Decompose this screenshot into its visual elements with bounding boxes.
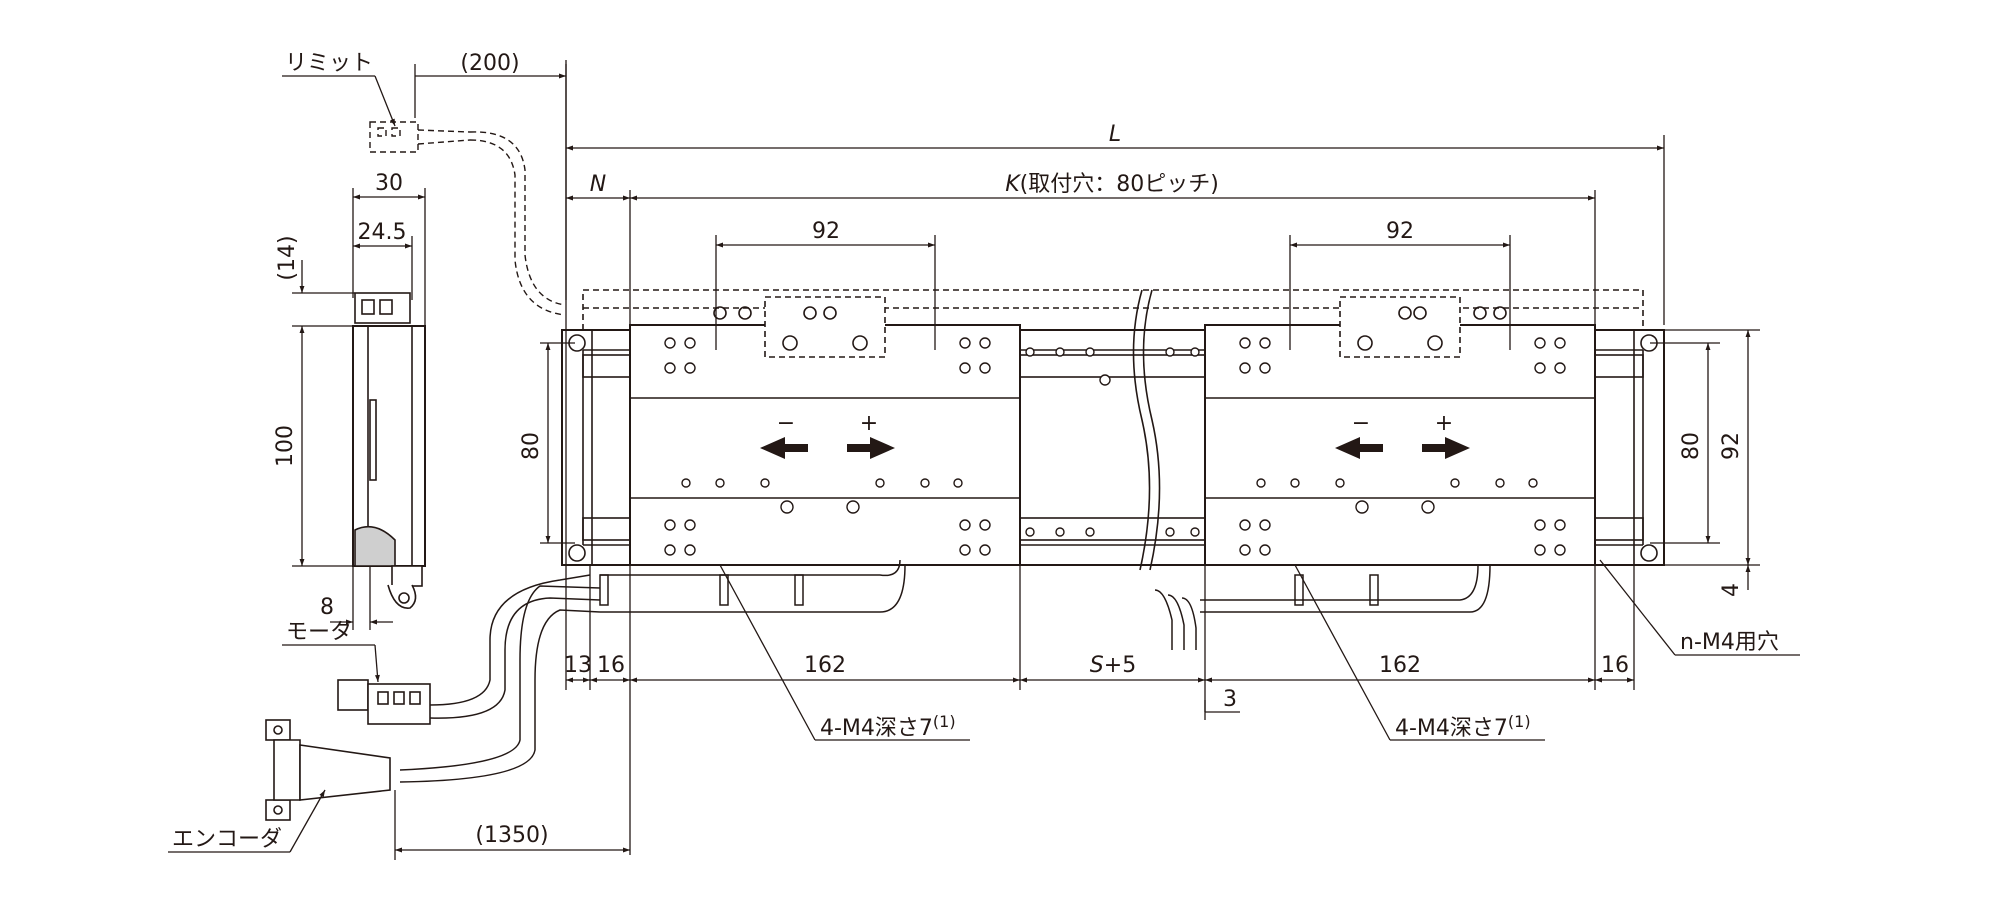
dim-side-width: 30 [375,171,403,196]
dim-bS-suffix: +5 [1104,653,1136,678]
dim-K-group: K(取付穴：80ピッチ) [1005,172,1219,197]
dim-bS-group: S+5 [1090,653,1136,678]
motor-connector [337,679,431,725]
slider-holes [664,337,1566,556]
dim-cable-limit: (200) [460,51,519,76]
tap-hole-left-note: (1) [933,712,956,731]
dim-b13: 13 [564,653,592,678]
tap-hole-right-label-group: 4-M4深さ7(1) [1395,712,1531,741]
dim-pitch-right: 92 [1386,219,1414,244]
sign-plus-right: + [1435,411,1453,436]
limit-connector [369,121,419,153]
motor-label: モータ [286,620,352,645]
mount-hole-label: n-M4用穴 [1680,630,1779,655]
dim-side-inner: 24.5 [358,220,407,245]
dim-b16-left: 16 [597,653,625,678]
side-view [352,292,426,609]
side-limit-connector [354,292,411,324]
dim-bS: S [1090,653,1104,678]
encoder-label: エンコーダ [172,827,282,852]
dim-side-height: 100 [273,425,298,467]
side-view-dimensions [292,188,426,630]
tap-hole-left-label-group: 4-M4深さ7(1) [820,712,956,741]
main-cables [399,559,1491,783]
dim-side-foot: 8 [320,595,334,620]
dim-N: N [590,172,606,197]
dim-front-80-left: 80 [519,432,544,460]
dim-front-80-right: 80 [1679,432,1704,460]
dim-K-note: (取付穴：80ピッチ) [1020,172,1219,197]
tap-hole-right-note: (1) [1508,712,1531,731]
tap-hole-left-label: 4-M4深さ7 [820,716,933,741]
dim-b16-right: 16 [1601,653,1629,678]
sign-minus-left: − [777,411,795,436]
limit-cable [369,121,566,316]
dim-b162-right: 162 [1379,653,1421,678]
arrow-right-slider-minus [1335,437,1383,459]
dim-front-92-right: 92 [1719,432,1744,460]
sign-minus-right: − [1352,411,1370,436]
side-body [352,325,426,567]
arrow-left-slider-plus [847,437,895,459]
front-view-dimensions [394,60,1800,860]
tap-hole-right-label: 4-M4深さ7 [1395,716,1508,741]
dim-b3: 3 [1223,687,1237,712]
arrow-left-slider-minus [760,437,808,459]
front-view [561,289,1665,566]
direction-arrows [760,437,1470,459]
encoder-connector [265,719,391,821]
dim-b162-left: 162 [804,653,846,678]
dim-front-4: 4 [1719,583,1744,597]
dim-K: K [1005,172,1021,197]
sign-plus-left: + [860,411,878,436]
dim-L: L [1109,122,1121,147]
limit-label: リミット [285,51,373,76]
arrow-right-slider-plus [1422,437,1470,459]
dim-cable-main: (1350) [475,823,548,848]
dim-pitch-left: 92 [812,219,840,244]
break-lines [1132,289,1161,571]
dim-side-top: (14) [275,235,300,280]
